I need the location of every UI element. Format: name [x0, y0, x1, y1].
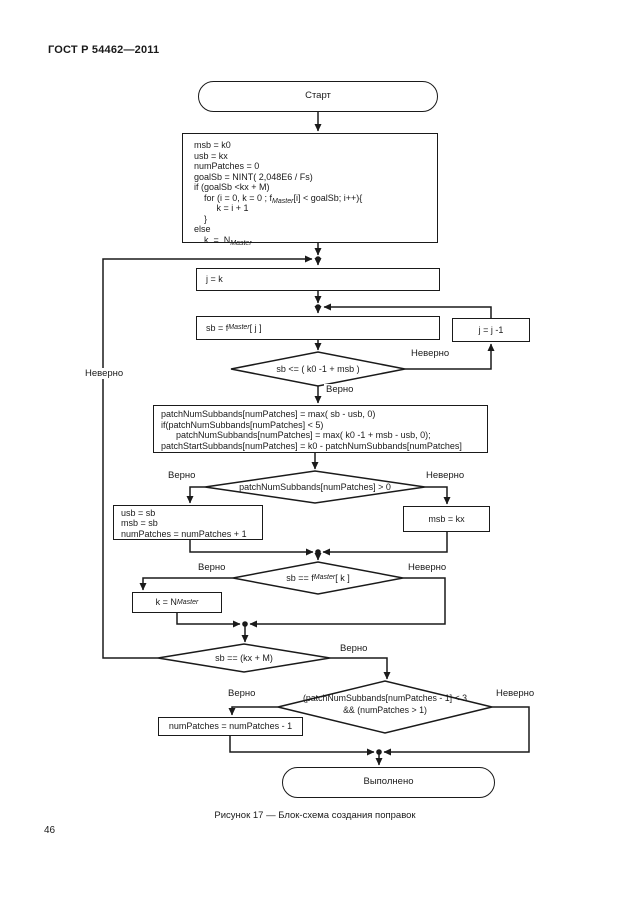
init-code-block: msb = k0 usb = kx numPatches = 0 goalSb … — [182, 133, 438, 247]
branch-label-false: Неверно — [406, 562, 449, 573]
start-terminal: Старт — [198, 81, 438, 112]
decision-sb-eq-kx-m-label: sb == (kx + M) — [215, 653, 273, 663]
process-msb-kx: msb = kx — [403, 506, 490, 532]
branch-label-true: Верно — [196, 562, 228, 573]
branch-label-false-feedback: Неверно — [83, 368, 126, 379]
process-numpatches-decrement: numPatches = numPatches - 1 — [158, 717, 303, 736]
page-number: 46 — [44, 825, 56, 836]
branch-label-true: Верно — [226, 688, 258, 699]
process-j-eq-k: j = k — [196, 268, 440, 291]
process-j-decrement: j = j -1 — [452, 318, 530, 342]
figure-caption: Рисунок 17 — Блок-схема создания поправо… — [214, 810, 416, 821]
patch-code-block: patchNumSubbands[numPatches] = max( sb -… — [153, 405, 488, 453]
process-update-usb: usb = sb msb = sb numPatches = numPatche… — [113, 505, 263, 540]
branch-label-true: Верно — [338, 643, 370, 654]
branch-label-true: Верно — [166, 470, 198, 481]
branch-label-false: Неверно — [494, 688, 537, 699]
decision-patch-small-label-1: (patchNumSubbands[numPatches - 1] < 3 — [302, 693, 468, 703]
end-terminal: Выполнено — [282, 767, 495, 798]
decision-diamonds — [157, 351, 493, 734]
page-header: ГОСТ Р 54462—2011 — [48, 44, 160, 56]
decision-patch-gt-zero-label: patchNumSubbands[numPatches] > 0 — [239, 482, 391, 492]
decision-patch-small-label-2: && (numPatches > 1) — [343, 705, 427, 715]
branch-label-true: Верно — [324, 384, 356, 395]
merge-dots — [242, 256, 382, 755]
branch-label-false: Неверно — [424, 470, 467, 481]
branch-label-false: Неверно — [409, 348, 452, 359]
decision-sb-range-label: sb <= ( k0 -1 + msb ) — [276, 364, 360, 374]
